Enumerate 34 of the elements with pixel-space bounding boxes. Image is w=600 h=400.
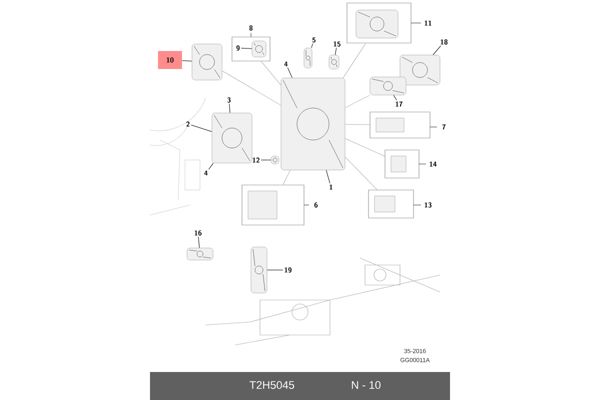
leader-line — [208, 162, 214, 170]
leader-line — [334, 48, 337, 56]
leader-line — [282, 170, 290, 185]
leader-line — [287, 67, 292, 78]
part-drawing — [304, 48, 312, 68]
part-drawing — [370, 76, 406, 96]
leader-line — [240, 48, 252, 49]
footer-text: T2H5045 — [250, 381, 294, 389]
leader-line — [182, 60, 192, 62]
leader-line — [260, 61, 282, 86]
leader-line — [344, 138, 385, 156]
part-drawing — [250, 246, 268, 294]
part-drawing — [270, 156, 280, 164]
part-drawing — [356, 10, 398, 38]
leader-line — [342, 43, 366, 78]
part-drawing — [328, 54, 340, 70]
leader-line — [344, 94, 370, 108]
leader-line — [344, 156, 378, 190]
leader-line — [326, 170, 330, 184]
leader-line — [393, 94, 397, 100]
part-drawing — [280, 78, 346, 170]
leader-line — [229, 104, 230, 114]
part-drawing — [252, 40, 266, 58]
leader-line — [344, 124, 370, 125]
part-drawing — [192, 44, 222, 80]
leader-line — [190, 124, 212, 132]
leader-line — [311, 43, 314, 48]
footer-text: N - 10 — [352, 381, 381, 389]
part-drawing — [186, 248, 214, 260]
leader-line — [432, 46, 441, 56]
leader-line — [198, 236, 200, 248]
part-drawing — [212, 112, 252, 164]
part-drawing — [400, 54, 440, 86]
leader-line — [222, 70, 282, 106]
